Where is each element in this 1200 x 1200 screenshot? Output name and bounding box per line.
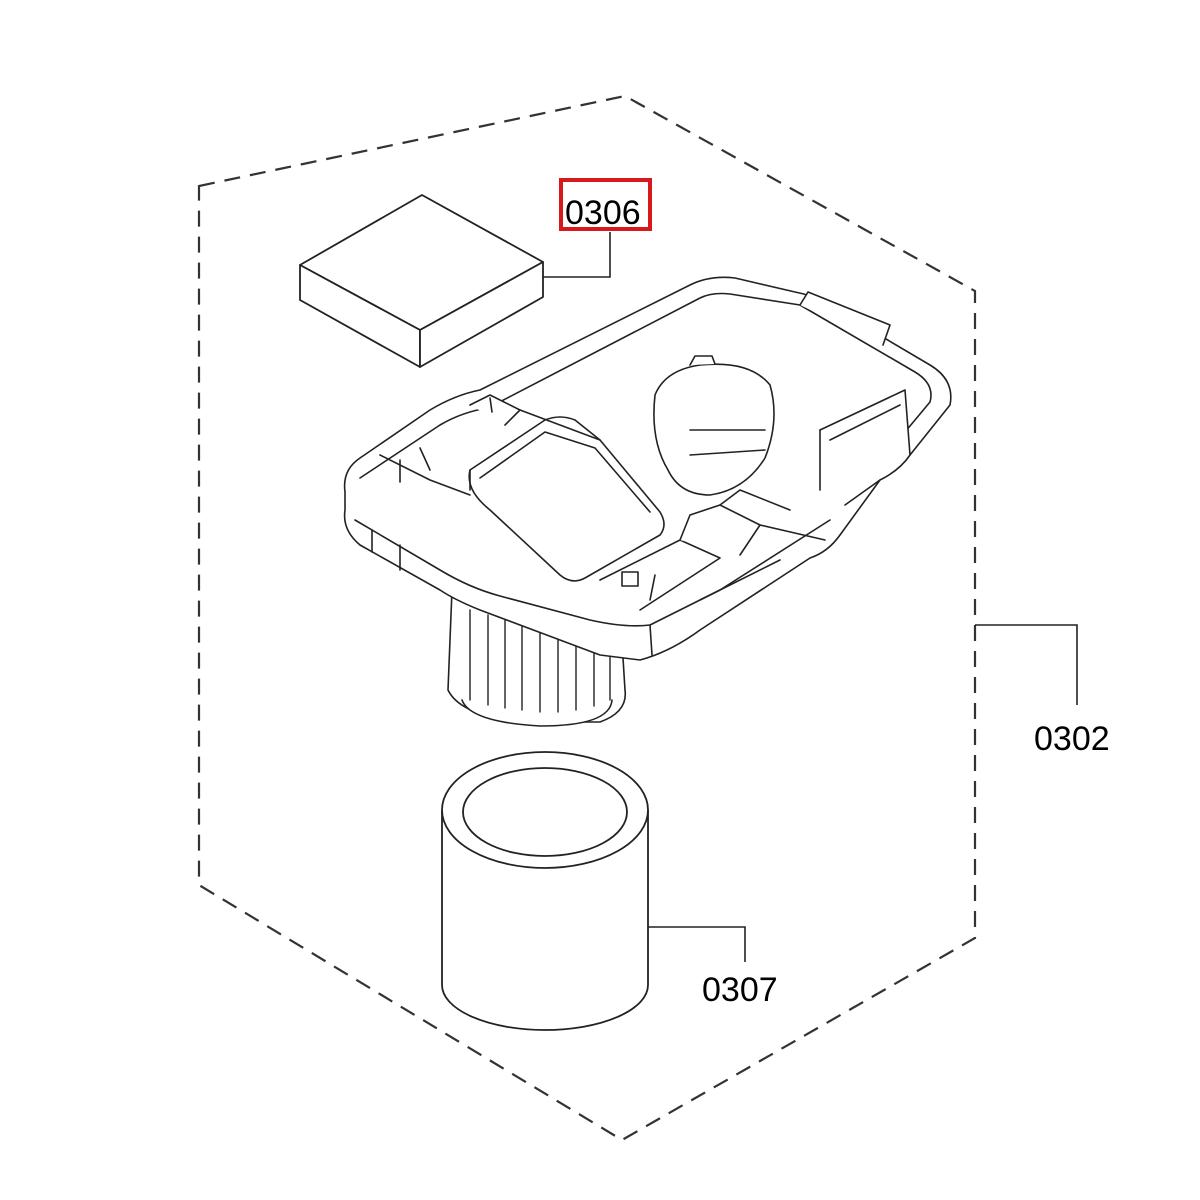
selected-part-highlight xyxy=(559,178,652,231)
leader-0306 xyxy=(543,232,611,278)
leader-0302 xyxy=(975,624,1078,705)
callout-0302[interactable]: 0302 xyxy=(1034,720,1110,758)
leader-0307 xyxy=(648,926,746,962)
filter-cover-housing-part xyxy=(343,276,952,727)
callout-0307[interactable]: 0307 xyxy=(702,971,778,1009)
callout-0306[interactable]: 0306 xyxy=(565,194,641,232)
assembly-dashed-outline xyxy=(197,94,977,1142)
filter-pad-part xyxy=(299,194,544,368)
cylinder-filter-part xyxy=(441,751,649,1031)
